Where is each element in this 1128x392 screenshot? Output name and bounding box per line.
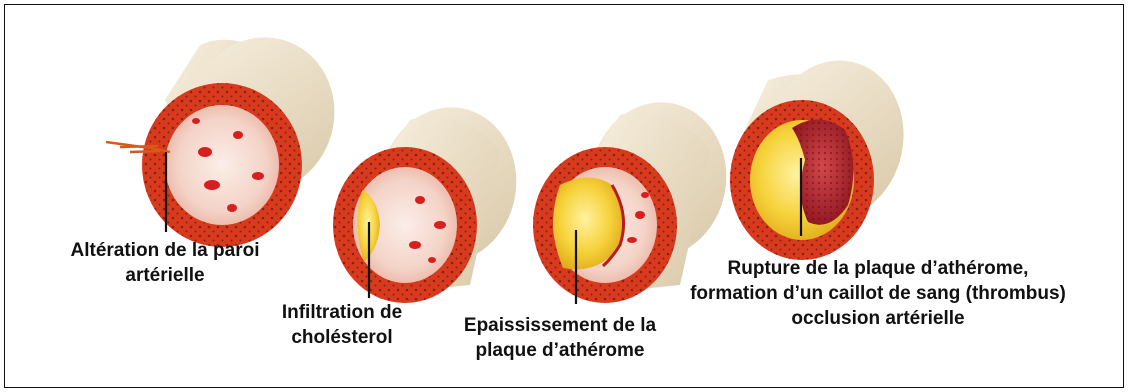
label-stage-2-line-1: Infiltration de <box>262 300 422 325</box>
label-stage-4-line-1: Rupture de la plaque d’athérome, <box>648 256 1108 281</box>
label-stage-4: Rupture de la plaque d’athérome, formati… <box>648 256 1108 331</box>
label-stage-4-line-2: formation d’un caillot de sang (thrombus… <box>648 281 1108 306</box>
vessel-stage-1 <box>106 21 352 247</box>
label-stage-1-line-2: artérielle <box>40 263 290 288</box>
label-stage-2: Infiltration de cholésterol <box>262 300 422 350</box>
label-stage-4-line-3: occlusion artérielle <box>648 306 1108 331</box>
label-stage-3: Epaississement de la plaque d’athérome <box>440 313 680 363</box>
vessel-1-lumen <box>165 105 279 225</box>
label-stage-3-line-1: Epaississement de la <box>440 313 680 338</box>
label-stage-1: Altération de la paroi artérielle <box>40 238 290 288</box>
vessel-stage-2 <box>333 96 529 303</box>
vessel-stage-4 <box>730 48 918 260</box>
label-stage-3-line-2: plaque d’athérome <box>440 338 680 363</box>
label-stage-2-line-2: cholésterol <box>262 325 422 350</box>
label-stage-1-line-1: Altération de la paroi <box>40 238 290 263</box>
